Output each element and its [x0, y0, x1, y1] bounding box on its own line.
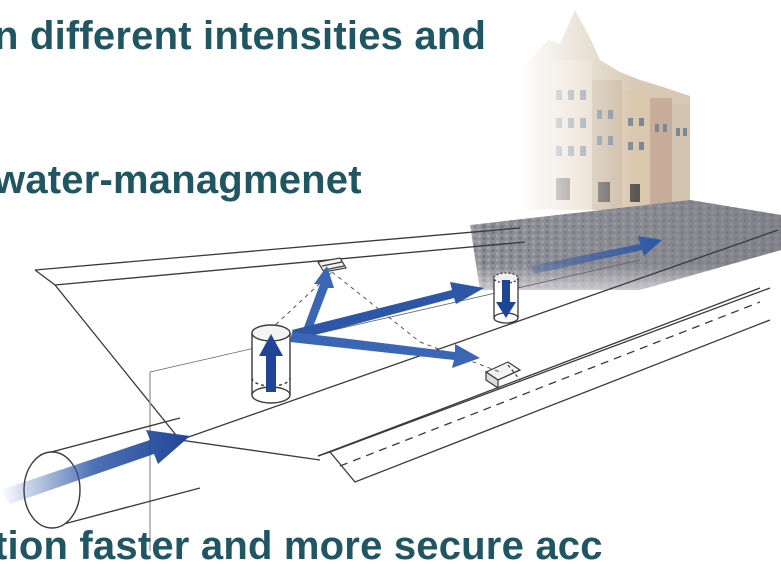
- ground-slab: [34, 227, 779, 551]
- building-facades-icon: [520, 0, 780, 230]
- stormwater-diagram: [0, 0, 781, 551]
- street-gutter-icon: [317, 287, 771, 483]
- cobblestone-street-icon: [420, 200, 781, 310]
- heading-line-1: n different intensities and: [0, 14, 487, 58]
- flow-arrow-icon: [0, 236, 662, 504]
- street-grate-icon: [317, 257, 347, 273]
- manhole-cylinder-icon: [251, 324, 291, 404]
- heading-line-3: tion faster and more secure acc: [0, 524, 603, 568]
- drain-inlet-icon: [484, 361, 522, 390]
- heading-line-2: water-managmenet: [0, 158, 362, 202]
